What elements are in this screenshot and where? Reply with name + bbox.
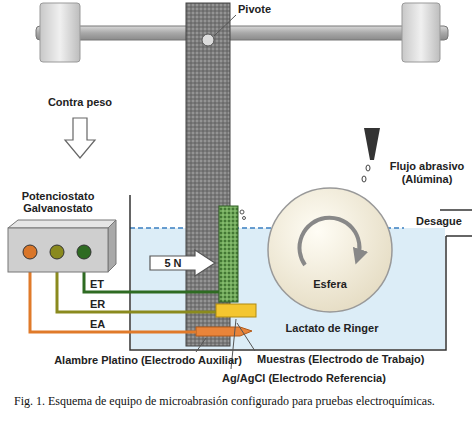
- leader-line: [214, 15, 236, 36]
- sphere-body: [268, 188, 392, 312]
- force-label: 5 N: [152, 257, 194, 270]
- part-label: Pivote: [238, 3, 298, 16]
- part-label: Alambre Platino (Electrodo Auxiliar): [10, 354, 242, 367]
- sphere: Esfera: [265, 185, 395, 315]
- signal-name: ET: [90, 278, 114, 291]
- bubble: [243, 217, 246, 220]
- part-label: Contra peso: [35, 96, 125, 109]
- figure-caption: Fig. 1. Esquema de equipo de microabrasi…: [14, 394, 462, 410]
- nozzle: [364, 128, 380, 160]
- part-label: Ag/AgCl (Electrodo Referencia): [222, 372, 442, 385]
- drain-line: [440, 209, 472, 211]
- signal-name: EA: [90, 318, 114, 331]
- part-label: Muestras (Electrodo de Trabajo): [257, 353, 467, 366]
- counterweight: [40, 3, 80, 62]
- terminal: [50, 245, 64, 259]
- drop: [362, 176, 366, 182]
- bubble: [240, 210, 244, 214]
- leader-line: [237, 323, 255, 351]
- pivot: [202, 34, 214, 46]
- leader-line: [196, 338, 206, 352]
- terminal: [23, 245, 37, 259]
- signal-name: ER: [90, 298, 114, 311]
- instrument-box: Potenciostato Galvanostato: [0, 190, 124, 274]
- weight: [402, 3, 440, 62]
- drain-line: [446, 235, 472, 237]
- force-arrow: [150, 250, 215, 276]
- platinum-wire: [196, 327, 252, 336]
- reference-electrode: [216, 304, 256, 317]
- shaft: [36, 26, 448, 40]
- part-label: Flujo abrasivo (Alúmina): [384, 160, 470, 185]
- rotation-arrow: [299, 218, 359, 265]
- instrument-box-drawing: [0, 218, 124, 274]
- drop: [366, 165, 370, 171]
- part-label: Desague: [408, 215, 470, 228]
- box-side: [108, 220, 116, 272]
- node-text: Potenciostato Galvanostato: [2, 190, 114, 215]
- box-front: [8, 228, 108, 272]
- sample: [219, 206, 238, 302]
- part-label: Lactato de Ringer: [262, 322, 402, 335]
- down-arrow: [65, 118, 95, 158]
- sphere-outline: [265, 185, 395, 315]
- terminal: [77, 245, 91, 259]
- node-text: Esfera: [265, 278, 395, 291]
- box-top: [8, 220, 116, 228]
